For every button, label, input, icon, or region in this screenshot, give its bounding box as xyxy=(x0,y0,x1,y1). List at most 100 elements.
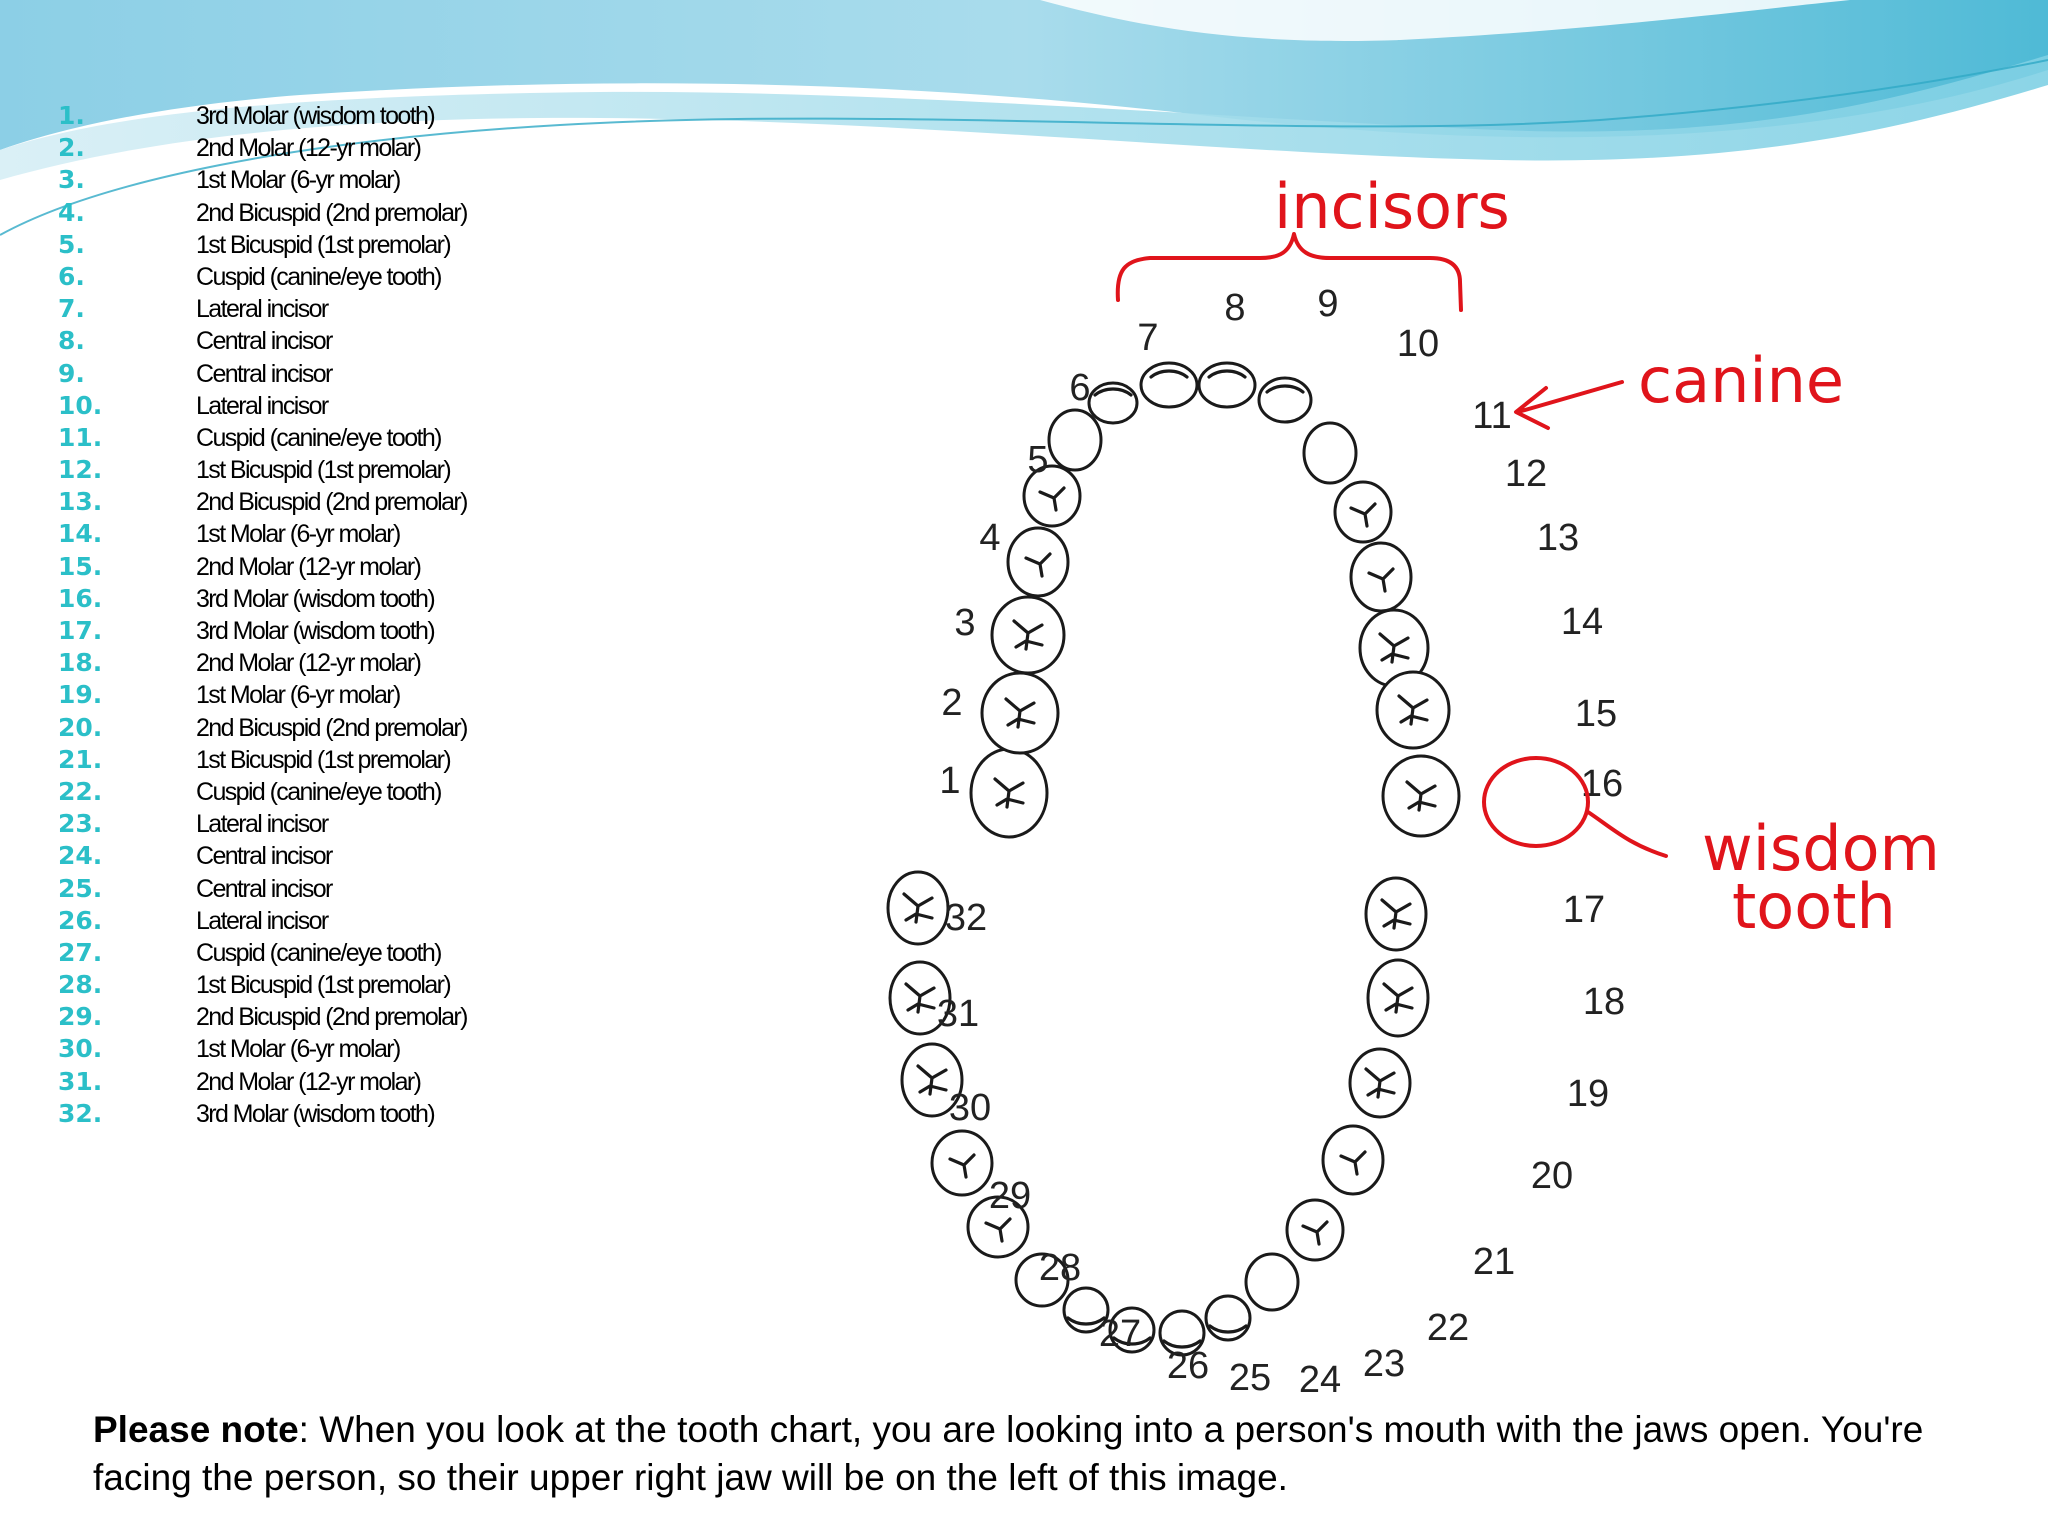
tooth-number-label: 20 xyxy=(1531,1155,1573,1197)
tooth-list-number: 25. xyxy=(58,873,103,903)
tooth-21 xyxy=(1285,1198,1345,1262)
tooth-groove xyxy=(1093,387,1133,397)
tooth-list-name: Lateral incisor xyxy=(196,906,329,935)
tooth-list-name: 2nd Bicuspid (2nd premolar) xyxy=(196,713,468,742)
incisors-annotation: incisors xyxy=(1115,170,1510,312)
tooth-number-label: 11 xyxy=(1472,395,1511,437)
tooth-groove xyxy=(1112,1336,1152,1346)
tooth-number-label: 29 xyxy=(989,1175,1031,1217)
tooth-groove xyxy=(1207,369,1247,379)
tooth-list-number: 31. xyxy=(58,1066,103,1096)
tooth-list-number: 10. xyxy=(58,390,103,420)
tooth-list-name: 1st Bicuspid (1st premolar) xyxy=(196,456,452,485)
tooth-groove xyxy=(1380,898,1412,930)
tooth-list-number: 9. xyxy=(58,358,85,388)
tooth-number-label: 13 xyxy=(1537,517,1579,559)
tooth-27 xyxy=(1014,1252,1070,1308)
tooth-groove xyxy=(1265,384,1305,394)
tooth-list-number: 32. xyxy=(58,1098,103,1128)
tooth-number-label: 5 xyxy=(1027,439,1048,481)
tooth-18 xyxy=(1366,958,1430,1038)
tooth-list-number: 15. xyxy=(58,551,103,581)
tooth-outline xyxy=(1014,1252,1070,1308)
tooth-number-label: 27 xyxy=(1099,1313,1141,1355)
tooth-list-name: 1st Molar (6-yr molar) xyxy=(196,520,401,549)
tooth-groove xyxy=(1038,486,1066,512)
tooth-list-number: 1. xyxy=(58,101,85,130)
tooth-number-label: 6 xyxy=(1069,367,1090,409)
tooth-groove xyxy=(984,1217,1012,1243)
tooth-list-name: 1st Molar (6-yr molar) xyxy=(196,681,401,710)
tooth-number-label: 23 xyxy=(1363,1343,1405,1385)
tooth-groove xyxy=(1066,1316,1106,1326)
tooth-groove xyxy=(1378,632,1410,664)
tooth-1 xyxy=(969,747,1049,839)
tooth-number-label: 14 xyxy=(1561,601,1603,643)
tooth-list-number: 23. xyxy=(58,809,103,839)
note-paragraph: Please note: When you look at the tooth … xyxy=(93,1406,2013,1502)
tooth-groove xyxy=(902,892,934,924)
tooth-list-number: 16. xyxy=(58,583,103,613)
tooth-list-name: 2nd Molar (12-yr molar) xyxy=(196,552,422,581)
tooth-groove xyxy=(1301,1220,1329,1246)
tooth-number-label: 3 xyxy=(954,602,975,644)
tooth-list-number: 19. xyxy=(58,680,103,710)
tooth-groove xyxy=(1382,982,1414,1014)
tooth-groove xyxy=(1397,694,1429,726)
tooth-list-name: Central incisor xyxy=(196,327,333,356)
tooth-number-label: 24 xyxy=(1299,1359,1341,1401)
tooth-24 xyxy=(1158,1309,1206,1357)
tooth-list-number: 13. xyxy=(58,487,103,517)
tooth-outline xyxy=(1047,408,1103,472)
tooth-groove xyxy=(916,1064,948,1096)
tooth-list-number: 22. xyxy=(58,776,103,806)
tooth-number-label: 2 xyxy=(941,682,962,724)
tooth-11 xyxy=(1302,421,1358,485)
tooth-list-number: 17. xyxy=(58,616,103,645)
tooth-groove xyxy=(1012,619,1044,651)
tooth-list-name: 1st Molar (6-yr molar) xyxy=(196,166,401,195)
tooth-9 xyxy=(1197,361,1257,409)
note-bold-label: Please note xyxy=(93,1409,299,1450)
tooth-list-number: 4. xyxy=(58,197,85,227)
tooth-list-name: Cuspid (canine/eye tooth) xyxy=(196,423,442,452)
tooth-number-label: 12 xyxy=(1505,453,1547,495)
tooth-32 xyxy=(886,870,950,946)
tooth-list-name: 2nd Bicuspid (2nd premolar) xyxy=(196,1003,468,1032)
tooth-list-number: 7. xyxy=(58,294,85,324)
tooth-list-name: Central incisor xyxy=(196,842,333,871)
tooth-groove xyxy=(1367,567,1395,593)
tooth-list-number: 6. xyxy=(58,261,85,291)
tooth-list-number: 28. xyxy=(58,970,103,1000)
tooth-list-name: Lateral incisor xyxy=(196,391,329,420)
tooth-list-name: 2nd Molar (12-yr molar) xyxy=(196,649,422,678)
header-wave-decoration xyxy=(0,0,2048,236)
tooth-list-number: 12. xyxy=(58,455,103,485)
tooth-list-number: 11. xyxy=(58,422,103,452)
tooth-number-label: 21 xyxy=(1473,1241,1515,1283)
tooth-list-name: 3rd Molar (wisdom tooth) xyxy=(196,102,436,130)
tooth-number-label: 7 xyxy=(1137,317,1158,359)
tooth-list-name: 2nd Molar (12-yr molar) xyxy=(196,1067,422,1096)
teeth-layer xyxy=(886,361,1461,1357)
tooth-groove xyxy=(948,1153,976,1179)
tooth-number-label: 19 xyxy=(1567,1073,1609,1115)
tooth-groove xyxy=(1162,1339,1202,1349)
tooth-19 xyxy=(1348,1047,1412,1119)
tooth-list-number: 21. xyxy=(58,744,103,774)
tooth-23 xyxy=(1204,1294,1252,1342)
tooth-number-label: 10 xyxy=(1397,323,1439,365)
tooth-12 xyxy=(1333,480,1393,544)
tooth-list-number: 18. xyxy=(58,648,103,678)
tooth-29 xyxy=(930,1129,994,1197)
tooth-groove xyxy=(1339,1150,1367,1176)
tooth-20 xyxy=(1321,1124,1385,1196)
canine-label: canine xyxy=(1638,344,1844,417)
tooth-number-label: 25 xyxy=(1229,1357,1271,1399)
tooth-list-name: 3rd Molar (wisdom tooth) xyxy=(196,584,436,613)
tooth-list-name: Cuspid (canine/eye tooth) xyxy=(196,777,442,806)
tooth-groove xyxy=(993,777,1025,809)
tooth-list-name: 2nd Bicuspid (2nd premolar) xyxy=(196,488,468,517)
tooth-number-label: 31 xyxy=(937,993,979,1035)
tooth-16 xyxy=(1381,754,1461,838)
